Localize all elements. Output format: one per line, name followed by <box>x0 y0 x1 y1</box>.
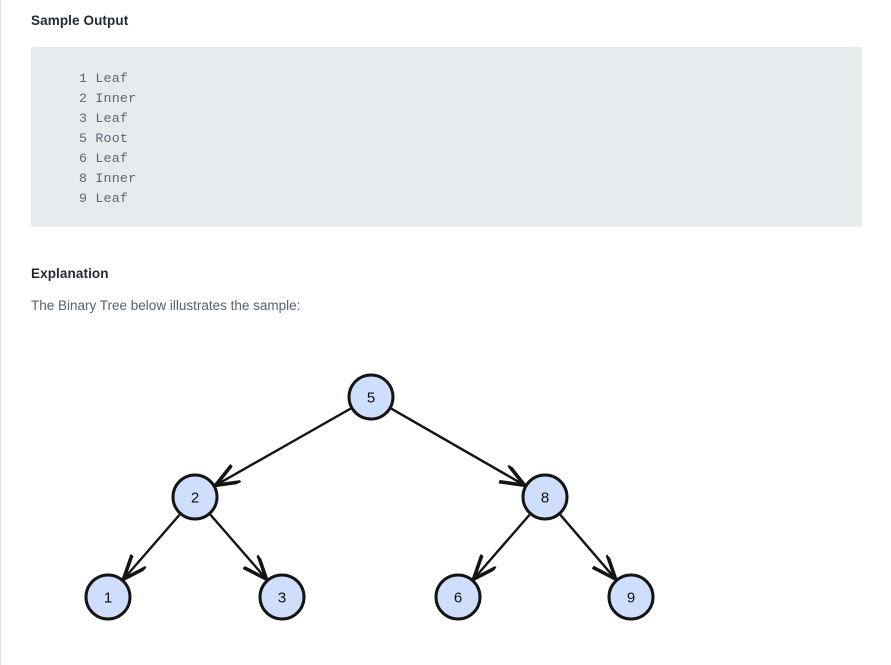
tree-node-9: 9 <box>607 573 655 621</box>
code-line: 2 Inner <box>79 91 137 106</box>
tree-node-6: 6 <box>434 573 482 621</box>
explanation-text: The Binary Tree below illustrates the sa… <box>31 298 301 313</box>
code-line: 8 Inner <box>79 171 137 186</box>
tree-node-2: 2 <box>171 473 219 521</box>
sample-output-code-block: 1 Leaf 2 Inner 3 Leaf 5 Root 6 Leaf 8 In… <box>31 47 862 227</box>
tree-node-circle <box>171 473 219 521</box>
tree-node-label: 1 <box>104 590 112 607</box>
tree-edge-5-2 <box>218 407 352 485</box>
tree-node-label: 3 <box>278 590 286 607</box>
tree-node-circle <box>521 473 569 521</box>
tree-node-circle <box>258 573 306 621</box>
binary-tree-svg: 5 2 8 1 3 6 9 <box>84 373 655 621</box>
tree-edge-2-3 <box>209 513 265 578</box>
tree-node-label: 2 <box>191 490 199 507</box>
tree-edge-2-1 <box>125 513 181 578</box>
tree-edge-layer <box>125 407 614 578</box>
tree-edge-5-8 <box>390 407 522 484</box>
tree-edge-8-6 <box>475 513 531 578</box>
code-line: 9 Leaf <box>79 191 129 206</box>
tree-node-label: 5 <box>367 390 375 407</box>
explanation-heading: Explanation <box>31 266 109 281</box>
tree-node-circle <box>84 573 132 621</box>
tree-node-label: 6 <box>454 590 462 607</box>
tree-node-label: 9 <box>627 590 635 607</box>
tree-node-circle <box>347 373 395 421</box>
sample-output-heading: Sample Output <box>31 13 129 28</box>
code-line: 3 Leaf <box>79 111 129 126</box>
tree-edge-8-9 <box>559 514 614 577</box>
tree-node-label: 8 <box>541 490 549 507</box>
tree-node-circle <box>434 573 482 621</box>
binary-tree-figure: 5 2 8 1 3 6 9 <box>1 340 891 640</box>
tree-node-1: 1 <box>84 573 132 621</box>
tree-node-3: 3 <box>258 573 306 621</box>
tree-node-layer: 5 2 8 1 3 6 9 <box>84 373 655 621</box>
code-line: 1 Leaf <box>79 71 129 86</box>
code-line: 6 Leaf <box>79 151 129 166</box>
code-line: 5 Root <box>79 131 129 146</box>
tree-node-5: 5 <box>347 373 395 421</box>
tree-node-8: 8 <box>521 473 569 521</box>
tree-node-circle <box>607 573 655 621</box>
